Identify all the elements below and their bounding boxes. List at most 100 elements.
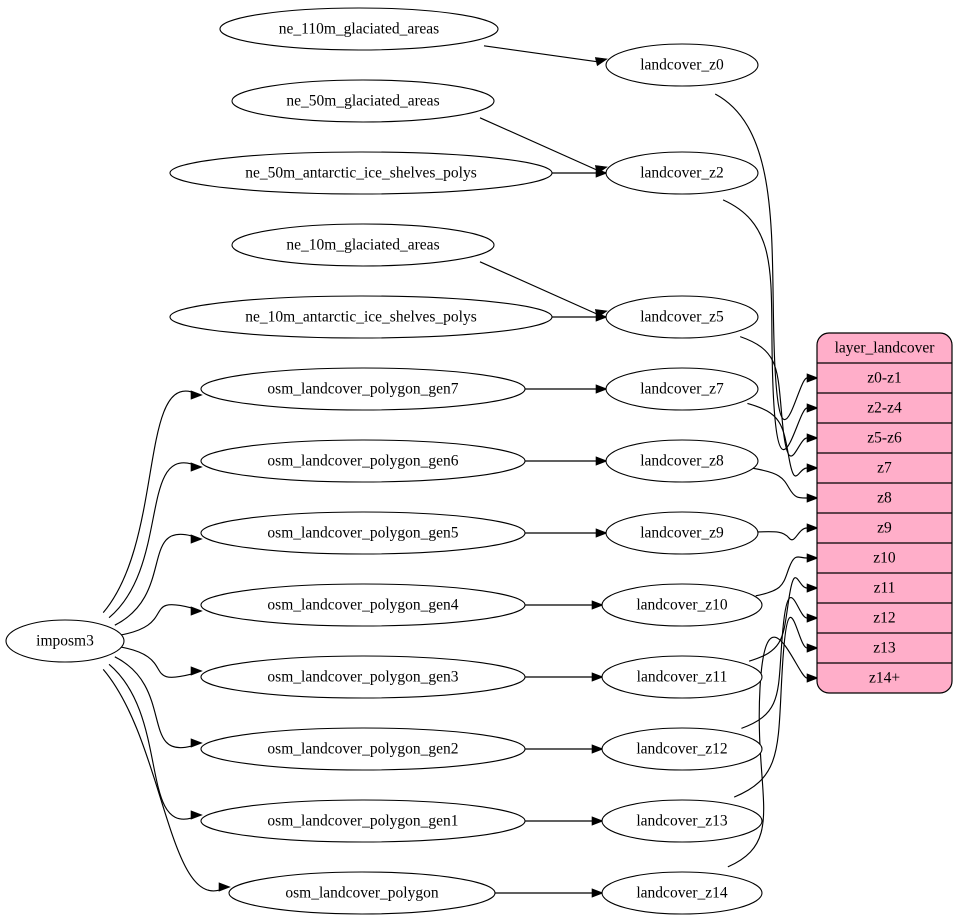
arrow-head-icon [595, 456, 608, 466]
edge-line [118, 646, 192, 678]
node-shape [605, 295, 759, 339]
node-landcover_z12[interactable]: landcover_z12 [601, 727, 763, 771]
node-label: landcover_z2 [640, 165, 724, 182]
arrow-head-icon [591, 888, 604, 898]
node-landcover_z14[interactable]: landcover_z14 [601, 871, 763, 915]
node-label: osm_landcover_polygon_gen7 [267, 381, 458, 398]
arrow-head-icon [806, 433, 819, 443]
node-landcover_z2[interactable]: landcover_z2 [605, 151, 759, 195]
node-landcover_z5[interactable]: landcover_z5 [605, 295, 759, 339]
arrow-head-icon [806, 493, 819, 503]
edge-osm_landcover_polygon_gen3-to-landcover_z11 [525, 672, 604, 682]
node-label: ne_110m_glaciated_areas [279, 21, 439, 38]
node-ne_10m_glaciated_areas[interactable]: ne_10m_glaciated_areas [231, 223, 495, 267]
table-layer: layer_landcoverz0-z1z2-z4z5-z6z7z8z9z10z… [816, 332, 953, 694]
table-row-z10: z10 [873, 550, 896, 567]
node-label: osm_landcover_polygon_gen4 [267, 597, 458, 614]
edge-imposm3-to-osm_landcover_polygon_gen1 [108, 663, 203, 820]
node-shape [605, 439, 759, 483]
edge-line [118, 604, 192, 636]
edge-osm_landcover_polygon_gen1-to-landcover_z13 [525, 816, 604, 826]
edge-line [747, 402, 808, 477]
node-label: landcover_z13 [636, 813, 727, 830]
node-osm_landcover_polygon_gen7[interactable]: osm_landcover_polygon_gen7 [200, 367, 526, 411]
arrow-head-icon [595, 312, 608, 322]
node-label: landcover_z12 [636, 741, 727, 758]
edge-line [733, 616, 808, 798]
node-ne_110m_glaciated_areas[interactable]: ne_110m_glaciated_areas [219, 7, 499, 51]
edge-line [741, 597, 808, 729]
node-shape [601, 655, 763, 699]
node-shape [601, 799, 763, 843]
node-shape [605, 151, 759, 195]
edge-line [754, 527, 808, 541]
node-landcover_z8[interactable]: landcover_z8 [605, 439, 759, 483]
edge-osm_landcover_polygon_gen4-to-landcover_z10 [525, 600, 604, 610]
node-label: landcover_z10 [636, 597, 727, 614]
edge-line [714, 93, 808, 421]
edge-ne_110m_glaciated_areas-to-landcover_z0 [483, 45, 608, 67]
node-osm_landcover_polygon[interactable]: osm_landcover_polygon [228, 871, 496, 915]
edge-imposm3-to-osm_landcover_polygon_gen6 [108, 462, 203, 619]
arrow-head-icon [806, 523, 819, 533]
arrow-head-icon [806, 463, 819, 473]
table-row-z12: z12 [873, 610, 895, 627]
arrow-head-icon [190, 810, 203, 820]
node-osm_landcover_polygon_gen5[interactable]: osm_landcover_polygon_gen5 [200, 511, 526, 555]
node-label: osm_landcover_polygon_gen3 [267, 669, 458, 686]
table-row-z5-z6: z5-z6 [867, 430, 902, 447]
arrow-head-icon [806, 403, 819, 413]
node-shape [200, 583, 526, 627]
node-landcover_z13[interactable]: landcover_z13 [601, 799, 763, 843]
edge-osm_landcover_polygon-to-landcover_z14 [495, 888, 604, 898]
layer-landcover-table[interactable]: layer_landcoverz0-z1z2-z4z5-z6z7z8z9z10z… [816, 332, 953, 694]
edge-imposm3-to-osm_landcover_polygon_gen4 [118, 604, 203, 636]
node-osm_landcover_polygon_gen3[interactable]: osm_landcover_polygon_gen3 [200, 655, 526, 699]
node-ne_50m_antarctic_ice_shelves_polys[interactable]: ne_50m_antarctic_ice_shelves_polys [169, 151, 553, 195]
table-row-z0-z1: z0-z1 [867, 370, 901, 387]
node-landcover_z10[interactable]: landcover_z10 [601, 583, 763, 627]
node-osm_landcover_polygon_gen2[interactable]: osm_landcover_polygon_gen2 [200, 727, 526, 771]
node-shape [601, 871, 763, 915]
node-shape [200, 799, 526, 843]
edge-osm_landcover_polygon_gen5-to-landcover_z9 [525, 528, 608, 538]
node-osm_landcover_polygon_gen6[interactable]: osm_landcover_polygon_gen6 [200, 439, 526, 483]
arrow-head-icon [190, 606, 203, 616]
node-label: osm_landcover_polygon_gen1 [267, 813, 458, 830]
arrow-head-icon [190, 390, 203, 400]
node-landcover_z11[interactable]: landcover_z11 [601, 655, 763, 699]
node-label: ne_50m_antarctic_ice_shelves_polys [245, 165, 477, 182]
edge-osm_landcover_polygon_gen7-to-landcover_z7 [525, 384, 608, 394]
node-label: landcover_z5 [640, 309, 724, 326]
edge-line [748, 577, 808, 662]
edge-line [740, 336, 808, 457]
table-row-z7: z7 [877, 460, 892, 477]
edge-imposm3-to-osm_landcover_polygon_gen5 [114, 533, 203, 626]
edge-landcover_z8-to-table [752, 467, 819, 503]
edge-line [114, 533, 192, 626]
node-ne_50m_glaciated_areas[interactable]: ne_50m_glaciated_areas [231, 79, 495, 123]
node-label: landcover_z8 [640, 453, 724, 470]
arrow-head-icon [806, 643, 819, 653]
node-osm_landcover_polygon_gen4[interactable]: osm_landcover_polygon_gen4 [200, 583, 526, 627]
node-landcover_z9[interactable]: landcover_z9 [605, 511, 759, 555]
edge-ne_50m_antarctic_ice_shelves_polys-to-landcover_z2 [552, 168, 608, 178]
node-shape [200, 511, 526, 555]
arrow-head-icon [806, 673, 819, 683]
node-landcover_z7[interactable]: landcover_z7 [605, 367, 759, 411]
edge-landcover_z9-to-table [754, 523, 819, 541]
node-label: landcover_z14 [636, 885, 727, 902]
node-ne_10m_antarctic_ice_shelves_polys[interactable]: ne_10m_antarctic_ice_shelves_polys [169, 295, 553, 339]
node-imposm3[interactable]: imposm3 [5, 619, 125, 663]
node-landcover_z0[interactable]: landcover_z0 [605, 43, 759, 87]
arrow-head-icon [595, 168, 608, 178]
arrow-head-icon [190, 666, 203, 676]
node-osm_landcover_polygon_gen1[interactable]: osm_landcover_polygon_gen1 [200, 799, 526, 843]
node-label: osm_landcover_polygon_gen2 [267, 741, 458, 758]
table-row-z9: z9 [877, 520, 892, 537]
node-shape [228, 871, 496, 915]
arrow-head-icon [806, 553, 819, 563]
arrow-head-icon [190, 534, 203, 544]
node-label: imposm3 [36, 633, 94, 650]
